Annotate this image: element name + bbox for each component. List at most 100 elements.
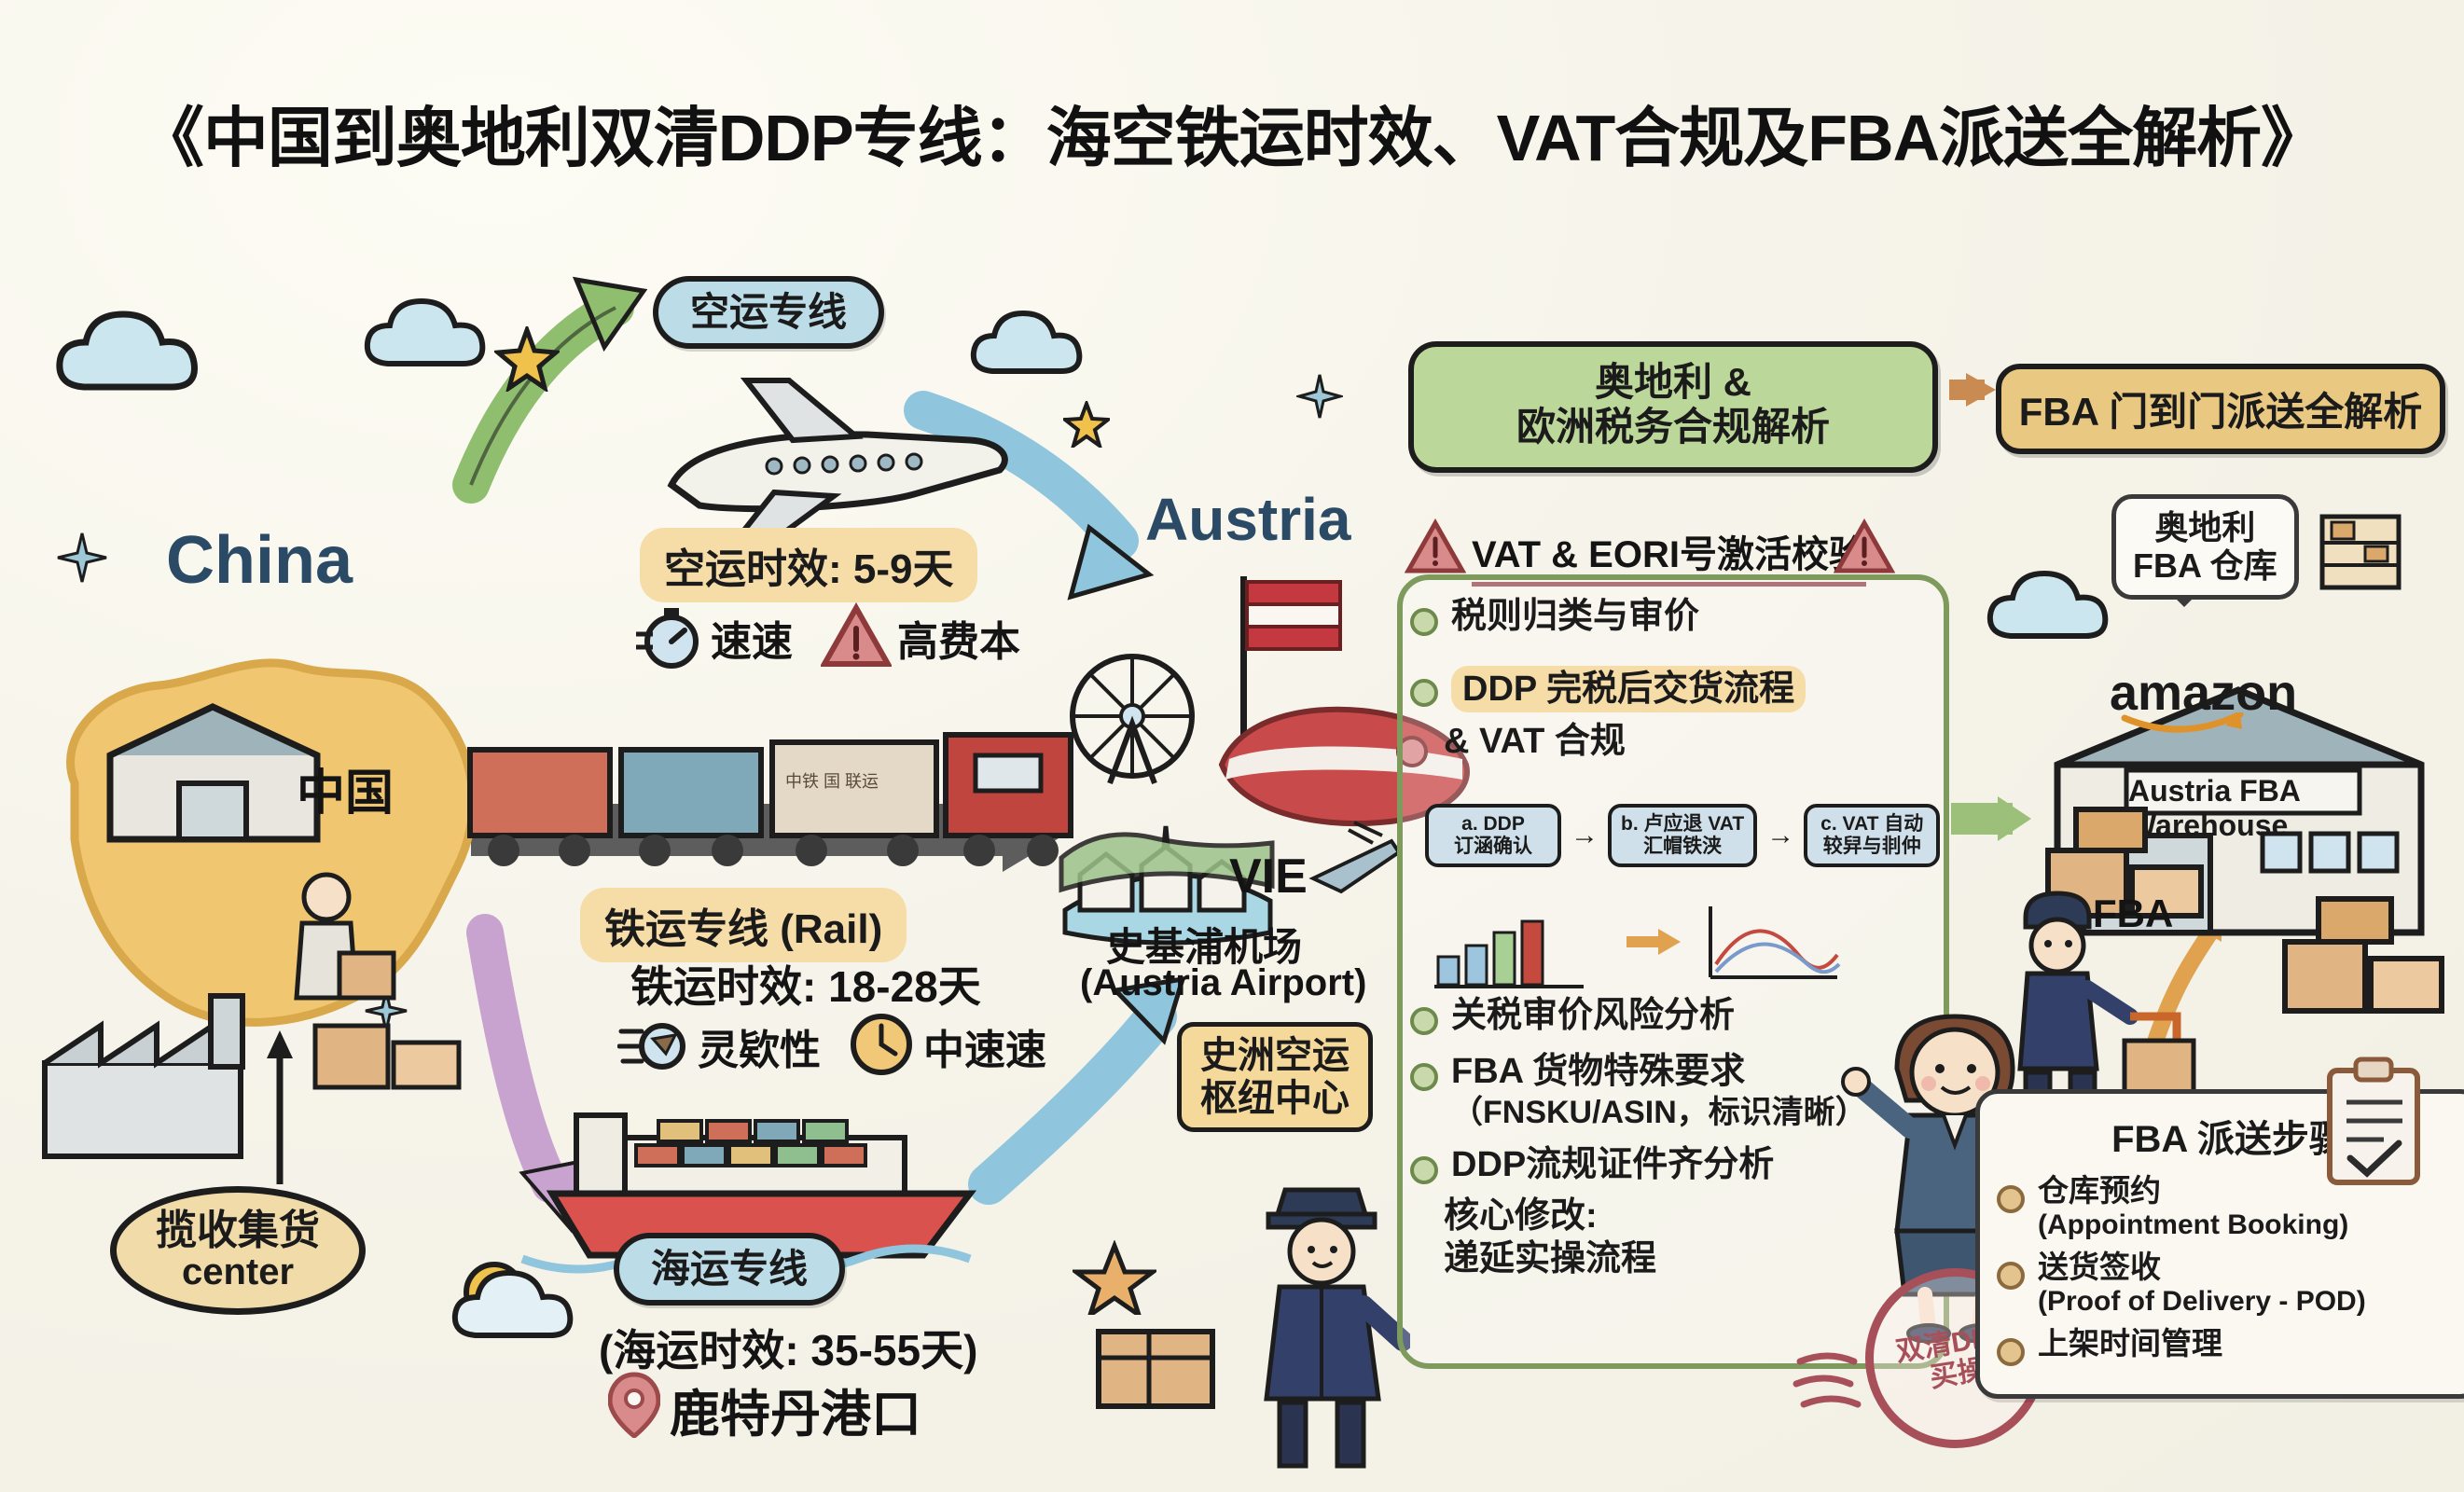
- list-item: 仓库预约 (Appointment Booking): [1997, 1172, 2461, 1241]
- tax-bullet-list-bottom: 关税审价风险分析 FBA 货物特殊要求 （FNSKU/ASIN，标识清晰） DD…: [1410, 994, 1932, 1280]
- fba-step-2-cn: 上架时间管理: [2038, 1325, 2222, 1361]
- process-arrow-icon: →: [1766, 820, 1795, 851]
- fba-step-1-cn: 送货签收: [2038, 1249, 2161, 1284]
- bullet-dot-icon: [1997, 1185, 2025, 1213]
- austria-label: Austria: [1145, 486, 1351, 553]
- tax-bullet-0: 税则归类与审价: [1451, 597, 1700, 636]
- sea-port-label: 鹿特丹港口: [670, 1387, 921, 1443]
- fba-header-label: FBA 门到门派送全解析: [2018, 390, 2423, 434]
- freight-train-icon: 中铁 国 联运: [467, 732, 1073, 866]
- rail-flex-tag: 灵欵性: [698, 1028, 821, 1073]
- page-title: 《中国到奥地利双清DDP专线：海空铁运时效、VAT合规及FBA派送全解析》: [138, 102, 2326, 174]
- cloud-icon: [970, 310, 1083, 374]
- list-item: 送货签收 (Proof of Delivery - POD): [1997, 1249, 2461, 1318]
- parcel-icon: [1096, 1329, 1215, 1409]
- austria-town-icon: [1059, 825, 1275, 946]
- process-step-a: a. DDP 订涵确认: [1425, 804, 1561, 868]
- factory-icon: [42, 993, 245, 1159]
- sparkle-icon: [57, 532, 107, 583]
- warehouse-callout: 奥地利 FBA 仓库: [2111, 494, 2299, 607]
- list-item: DDP 完税后交货流程: [1410, 666, 1942, 713]
- process-step-c: c. VAT 自动 较舁与剕仲: [1804, 804, 1941, 868]
- process-step-c-line1: c. VAT 自动: [1820, 813, 1924, 835]
- bullet-dot-icon: [1410, 1063, 1438, 1092]
- tax-bullet-2: FBA 货物特殊要求: [1451, 1052, 1746, 1092]
- sea-line-badge: 海运专线: [614, 1233, 846, 1306]
- sea-line-badge-label: 海运专线: [614, 1233, 846, 1306]
- air-cost-tag: 高费本: [897, 619, 1020, 665]
- warehouse-sign-label: Austria FBA Warehouse: [2128, 774, 2300, 842]
- bullet-dot-icon: [1997, 1337, 2025, 1366]
- bullet-dot-icon: [1410, 1156, 1438, 1185]
- ferris-wheel-icon: [1070, 654, 1195, 785]
- cloud-icon: [364, 297, 486, 366]
- airport-cn-label: 史基浦机场: [1106, 925, 1303, 969]
- rail-line-badge-label: 铁运专线 (Rail): [580, 888, 907, 962]
- line-chart-icon: [1709, 906, 1841, 979]
- wagon-text: 中铁 国 联运: [785, 772, 879, 791]
- sea-time-label: (海运时效: 35-55天): [599, 1326, 978, 1375]
- star-icon: [1063, 401, 1110, 448]
- amazon-logo: amazon: [2110, 665, 2298, 721]
- amazon-smile-icon: [2121, 712, 2244, 733]
- clock-icon: [851, 1014, 912, 1075]
- rail-speed-tag: 中速速: [923, 1028, 1046, 1073]
- tax-header-line1: 奥地利 &: [1594, 360, 1751, 404]
- bullet-dot-icon: [1410, 608, 1438, 636]
- airport-code-label: VIE: [1229, 850, 1308, 904]
- ddp-process-flow: a. DDP 订涵确认 → b. 卢应退 VAT 汇帽铁浃 → c. VAT 自…: [1425, 804, 1941, 868]
- stamp-motion-lines-icon: [1793, 1352, 1862, 1408]
- map-pin-icon: [608, 1372, 660, 1438]
- austria-flag-icon: [1240, 576, 1342, 744]
- process-step-a-line2: 订涵确认: [1454, 836, 1532, 858]
- fba-steps-title: FBA 派送步骤: [2111, 1119, 2346, 1160]
- cloud-icon: [56, 311, 198, 391]
- process-step-c-line2: 较舁与剕仲: [1822, 836, 1921, 858]
- airplane-icon: [667, 378, 1008, 540]
- list-item: 关税审价风险分析: [1410, 994, 1932, 1037]
- airport-en-label: (Austria Airport): [1080, 962, 1367, 1003]
- air-time-label: 空运时效: 5-9天: [640, 528, 978, 602]
- core-change-line: 递延实操流程: [1444, 1238, 1657, 1278]
- arrow-right-icon: [1627, 929, 1681, 955]
- cloud-icon: [451, 1262, 574, 1338]
- core-change-title: 核心修改:: [1444, 1195, 1598, 1236]
- stopwatch-icon: [636, 608, 699, 669]
- worker-with-box-icon: [294, 872, 396, 1001]
- parcel-boxes-icon: [312, 1023, 462, 1090]
- tax-compliance-header: 奥地利 & 欧洲税务合规解析: [1408, 341, 1938, 473]
- process-step-b: b. 卢应退 VAT 汇帽铁浃: [1608, 804, 1758, 868]
- flexible-icon: [617, 1023, 685, 1070]
- bullet-dot-icon: [1410, 679, 1438, 707]
- warning-triangle-icon: [1405, 518, 1466, 573]
- vat-eori-title: VAT & EORI号激活校验: [1472, 524, 1866, 587]
- process-step-b-line1: b. 卢应退 VAT: [1621, 813, 1745, 835]
- tax-bullet-2-sub: （FNSKU/ASIN，标识清晰）: [1451, 1094, 1867, 1130]
- list-item: DDP流规证件齐分析: [1410, 1143, 1932, 1186]
- airplane-icon: [1308, 821, 1402, 894]
- fba-step-0-cn: 仓库预约: [2038, 1173, 2161, 1208]
- pickup-center-badge: 揽收集货 center: [110, 1186, 366, 1316]
- air-line-badge: 空运专线: [653, 276, 885, 350]
- list-item: FBA 货物特殊要求 （FNSKU/ASIN，标识清晰）: [1410, 1050, 1932, 1132]
- list-item: 税则归类与审价: [1410, 595, 1932, 638]
- pickup-badge-cn: 揽收集货: [156, 1208, 320, 1253]
- customs-officer-icon: [1264, 1187, 1410, 1469]
- warehouse-icon: [106, 703, 321, 843]
- rail-time-label: 铁运时效: 18-28天: [630, 962, 981, 1011]
- ddp-vat-line: & VAT 合规: [1444, 722, 1626, 762]
- tax-bullet-list-top: 税则归类与审价: [1410, 595, 1932, 645]
- tax-header-line2: 欧洲税务合规解析: [1516, 405, 1830, 449]
- fba-step-0-en: (Appointment Booking): [2038, 1209, 2349, 1241]
- process-step-a-line1: a. DDP: [1461, 813, 1525, 835]
- warning-triangle-icon: [1834, 518, 1895, 573]
- pickup-badge-en: center: [181, 1251, 295, 1293]
- clipboard-check-icon: [2327, 1057, 2420, 1185]
- hub-badge-line1: 史洲空运: [1200, 1035, 1350, 1076]
- tax-bullet-3: DDP流规证件齐分析: [1451, 1145, 1775, 1185]
- tax-bullet-1: 关税审价风险分析: [1451, 996, 1736, 1035]
- warehouse-bubble-line2: FBA 仓库: [2133, 546, 2277, 586]
- bar-chart-icon: [1434, 919, 1584, 988]
- china-label: China: [166, 523, 353, 598]
